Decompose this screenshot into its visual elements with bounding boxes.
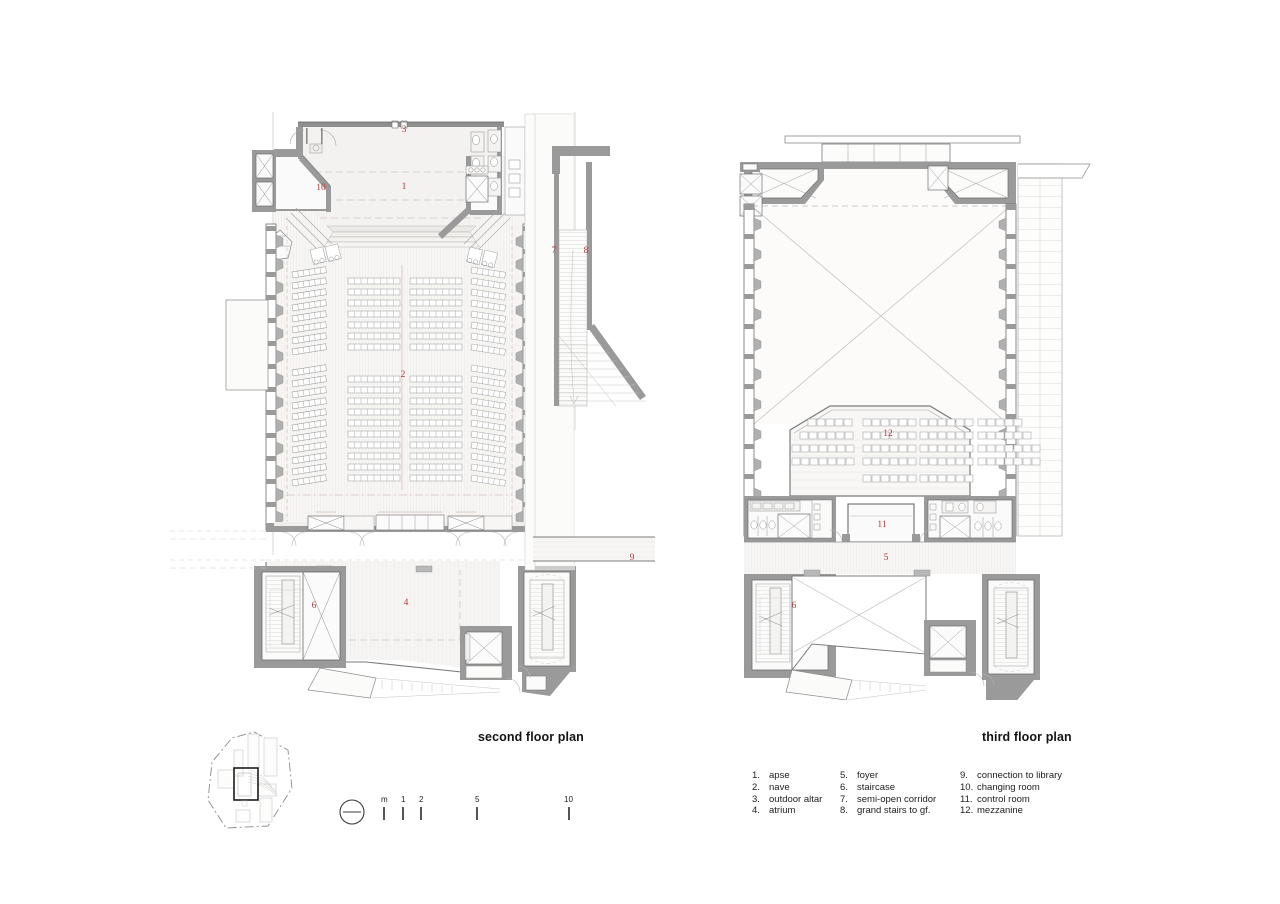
legend-column-3: 9. connection to library 10. changing ro…	[960, 770, 1090, 817]
legend: 1. apse 2. nave 3. outdoor altar 4. atri…	[752, 770, 1090, 817]
legend-label: mezzanine	[977, 805, 1023, 817]
legend-label: foyer	[857, 770, 879, 781]
callout-10: 10	[316, 183, 326, 193]
legend-label: apse	[769, 770, 790, 781]
scale-tick-5: 5	[475, 795, 480, 804]
legend-label: nave	[769, 781, 790, 793]
legend-number: 10.	[960, 781, 974, 793]
legend-column-1: 1. apse 2. nave 3. outdoor altar 4. atri…	[752, 770, 840, 817]
legend-label: changing room	[977, 781, 1040, 793]
legend-item: 3. outdoor altar	[752, 794, 840, 806]
legend-label: grand stairs to gf.	[857, 805, 931, 817]
callout-6-third: 6	[792, 601, 797, 611]
legend-column-2: 5. foyer 6. staircase 7. semi-open corri…	[840, 770, 960, 817]
legend-number: 5.	[840, 770, 848, 781]
callout-12: 12	[883, 429, 893, 439]
legend-item: 7. semi-open corridor	[840, 794, 960, 806]
legend-item: 4. atrium	[752, 805, 840, 817]
callout-9: 9	[630, 553, 635, 563]
legend-number: 8.	[840, 805, 848, 817]
legend-number: 9.	[960, 770, 968, 781]
legend-item: 8. grand stairs to gf.	[840, 805, 960, 817]
callout-6: 6	[312, 601, 317, 611]
legend-label: connection to library	[977, 770, 1063, 781]
scale-tick-10: 10	[564, 795, 573, 804]
callout-5: 5	[884, 553, 889, 563]
legend-item: 12. mezzanine	[960, 805, 1090, 817]
legend-number: 6.	[840, 781, 848, 793]
third-floor-plan-title: third floor plan	[982, 730, 1072, 744]
callout-11: 11	[877, 520, 886, 530]
legend-item: 10. changing room	[960, 782, 1090, 794]
legend-number: 12.	[960, 805, 974, 817]
legend-label: outdoor altar	[769, 793, 823, 805]
callout-2: 2	[401, 370, 406, 380]
callout-8: 8	[584, 246, 589, 256]
legend-label: atrium	[769, 805, 796, 817]
key-plan-thumbnail	[207, 731, 293, 829]
scale-tick-1: 1	[401, 795, 406, 804]
callout-1: 1	[402, 182, 407, 192]
legend-number: 2.	[752, 781, 760, 793]
third-floor-plan-drawing: 12 11 5 6	[739, 135, 1091, 700]
legend-item: 2. nave	[752, 782, 840, 794]
callout-4: 4	[404, 598, 409, 608]
legend-label: semi-open corridor	[857, 793, 937, 805]
legend-number: 3.	[752, 793, 760, 805]
callout-7: 7	[552, 246, 557, 256]
legend-item: 6. staircase	[840, 782, 960, 794]
second-floor-plan-title: second floor plan	[478, 730, 584, 744]
legend-item: 1. apse	[752, 770, 840, 782]
legend-label: staircase	[857, 781, 896, 793]
scale-unit-label: m	[381, 795, 388, 804]
legend-number: 11.	[960, 793, 973, 805]
legend-number: 4.	[752, 805, 760, 817]
legend-number: 1.	[752, 770, 760, 781]
second-floor-plan-drawing: 3 1 10 2 7 8 9 4 6	[170, 112, 655, 699]
scale-tick-2: 2	[419, 795, 424, 804]
scale-bar	[339, 799, 570, 825]
legend-item: 11. control room	[960, 794, 1090, 806]
legend-label: control room	[977, 793, 1030, 805]
legend-number: 7.	[840, 793, 848, 805]
legend-item: 5. foyer	[840, 770, 960, 782]
callout-3: 3	[402, 125, 407, 135]
legend-item: 9. connection to library	[960, 770, 1090, 782]
